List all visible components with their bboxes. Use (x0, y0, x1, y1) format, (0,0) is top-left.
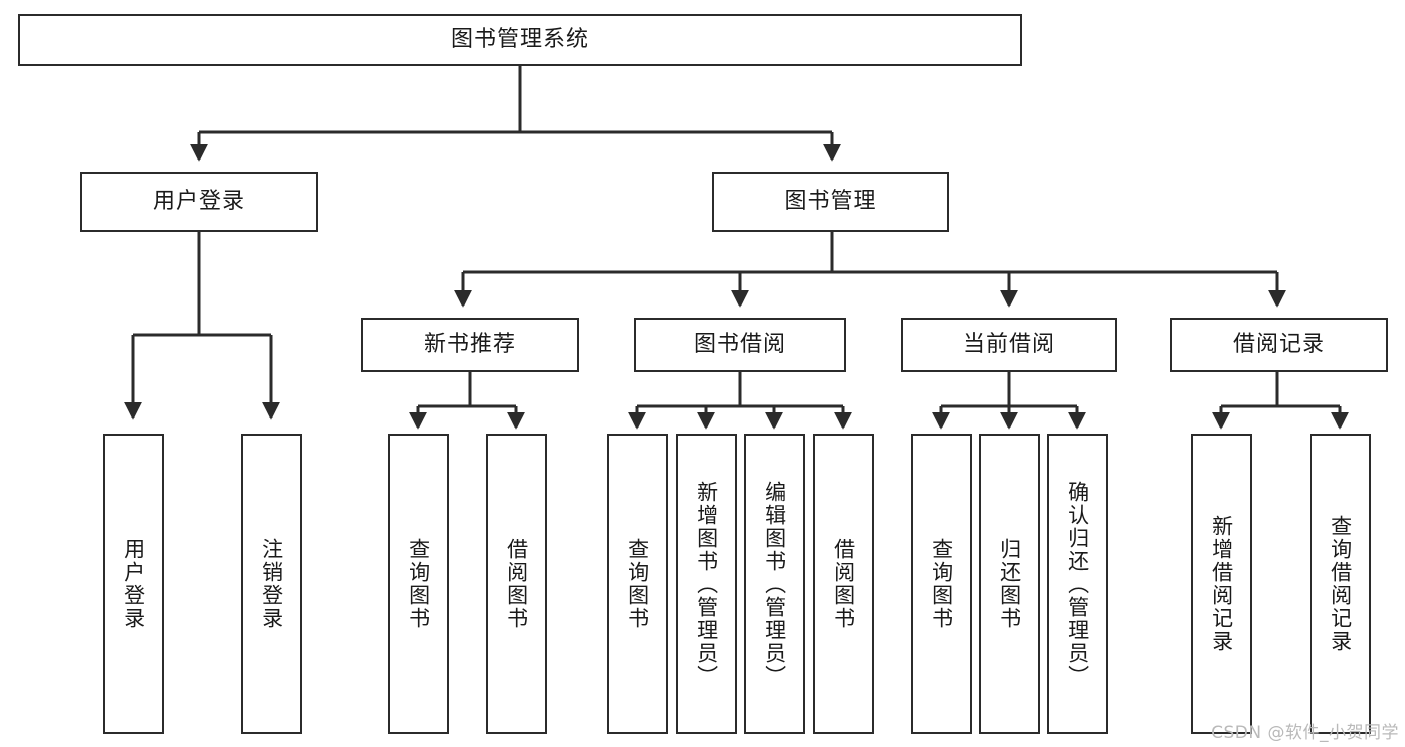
node-book-borrow[interactable]: 图书借阅 (634, 318, 846, 372)
node-label: 用户登录 (152, 188, 245, 214)
leaf-current-query-book[interactable]: 查询图书 (911, 434, 972, 734)
leaf-record-query-record[interactable]: 查询借阅记录 (1310, 434, 1371, 734)
node-label: 新增图书（管理员） (694, 480, 719, 688)
node-label: 查询借阅记录 (1328, 515, 1353, 653)
node-label: 新增借阅记录 (1209, 515, 1234, 653)
node-label: 图书管理 (784, 188, 877, 214)
node-label: 借阅图书 (831, 538, 856, 630)
leaf-borrow-query-book[interactable]: 查询图书 (607, 434, 668, 734)
node-borrow-record[interactable]: 借阅记录 (1170, 318, 1388, 372)
leaf-recommend-borrow-book[interactable]: 借阅图书 (486, 434, 547, 734)
node-current-borrow[interactable]: 当前借阅 (901, 318, 1117, 372)
node-label: 查询图书 (406, 538, 431, 630)
node-label: 归还图书 (997, 538, 1022, 630)
node-label: 查询图书 (625, 538, 650, 630)
leaf-current-return-book[interactable]: 归还图书 (979, 434, 1040, 734)
node-label: 新书推荐 (423, 331, 516, 357)
leaf-borrow-borrow-book[interactable]: 借阅图书 (813, 434, 874, 734)
node-label: 图书借阅 (693, 331, 786, 357)
node-label: 图书管理系统 (450, 26, 589, 52)
node-label: 借阅图书 (504, 538, 529, 630)
node-root-system[interactable]: 图书管理系统 (18, 14, 1022, 66)
leaf-current-confirm-return-admin[interactable]: 确认归还（管理员） (1047, 434, 1108, 734)
leaf-borrow-add-book-admin[interactable]: 新增图书（管理员） (676, 434, 737, 734)
node-label: 注销登录 (259, 538, 284, 630)
node-label: 确认归还（管理员） (1065, 480, 1090, 688)
node-user-login[interactable]: 用户登录 (80, 172, 318, 232)
node-label: 当前借阅 (962, 331, 1055, 357)
node-label: 编辑图书（管理员） (762, 480, 787, 688)
node-label: 借阅记录 (1232, 331, 1325, 357)
leaf-record-add-record[interactable]: 新增借阅记录 (1191, 434, 1252, 734)
leaf-logout[interactable]: 注销登录 (241, 434, 302, 734)
node-label: 查询图书 (929, 538, 954, 630)
leaf-recommend-query-book[interactable]: 查询图书 (388, 434, 449, 734)
leaf-borrow-edit-book-admin[interactable]: 编辑图书（管理员） (744, 434, 805, 734)
node-label: 用户登录 (121, 538, 146, 630)
node-book-management[interactable]: 图书管理 (712, 172, 949, 232)
node-new-book-recommend[interactable]: 新书推荐 (361, 318, 579, 372)
leaf-user-login[interactable]: 用户登录 (103, 434, 164, 734)
